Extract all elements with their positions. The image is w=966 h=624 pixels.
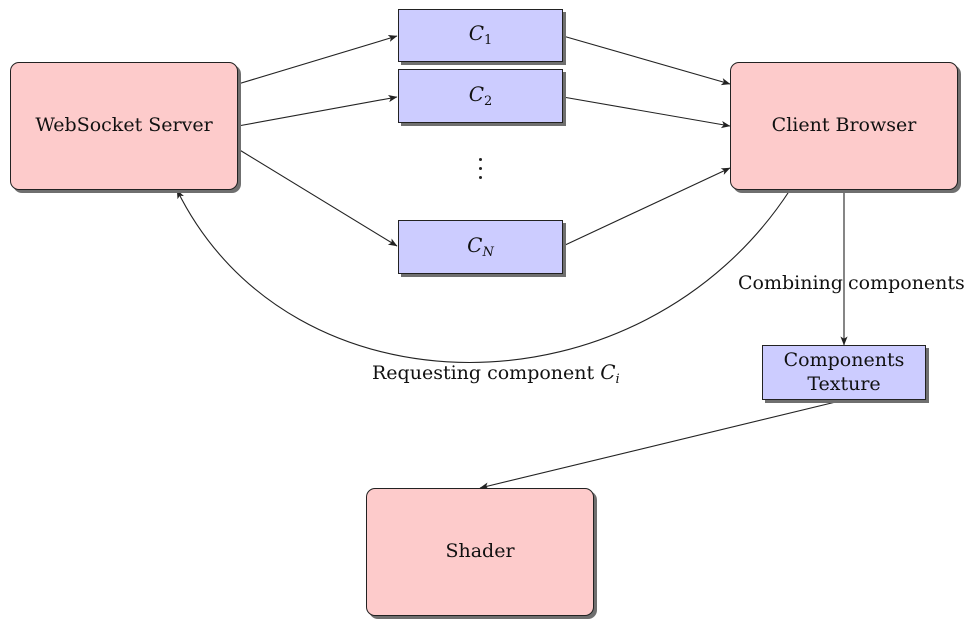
edge-c1-browser: [562, 35, 731, 86]
requesting-component-text: Requesting component: [372, 362, 601, 384]
websocket-server-label: WebSocket Server: [35, 114, 213, 137]
websocket-server-node: WebSocket Server: [10, 62, 238, 190]
edge-c2-browser: [562, 96, 731, 129]
component-c1-node: C1: [398, 9, 563, 62]
ellipsis-vertical: [478, 156, 484, 182]
component-cn-node: CN: [398, 220, 563, 274]
components-texture-line2: Texture: [807, 372, 881, 395]
edge-browser-server-request: [176, 189, 791, 364]
edge-server-cn: [237, 148, 398, 247]
component-c2-label: C2: [468, 81, 493, 109]
combining-label-right: components: [848, 272, 965, 294]
client-browser-node: Client Browser: [730, 62, 958, 190]
components-texture-line1: Components: [783, 348, 905, 371]
shader-node: Shader: [366, 488, 594, 616]
edge-texture-shader: [479, 399, 845, 490]
combining-label-left: Combining: [738, 272, 843, 294]
requesting-component-var: Ci: [600, 360, 620, 387]
edge-server-c1: [237, 35, 398, 85]
requesting-component-label: Requesting component Ci: [372, 360, 620, 387]
component-cn-label: CN: [467, 232, 494, 260]
client-browser-label: Client Browser: [771, 114, 917, 137]
components-texture-node: Components Texture: [762, 345, 926, 400]
edge-cn-browser: [562, 167, 731, 247]
component-c1-label: C1: [468, 21, 493, 49]
edge-server-c2: [237, 94, 398, 127]
component-c2-node: C2: [398, 69, 563, 123]
shader-label: Shader: [445, 540, 515, 563]
